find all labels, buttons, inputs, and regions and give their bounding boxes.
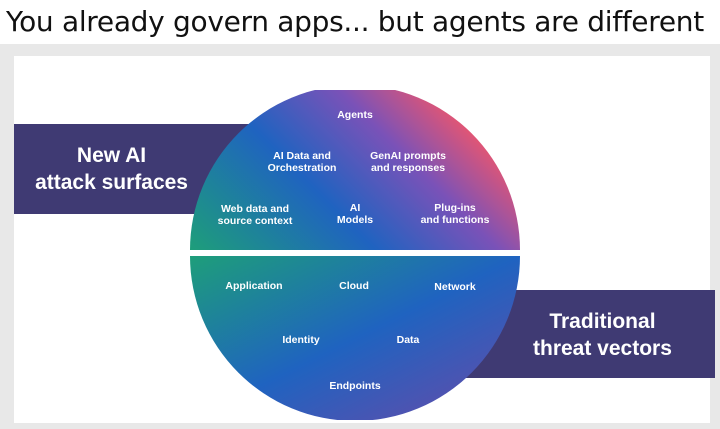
network-label: Network (434, 281, 476, 293)
cloud-label: Cloud (339, 280, 369, 292)
web-data-source-label: Web data and source context (218, 203, 293, 227)
threat-vectors-half (190, 256, 520, 420)
ai-models-label: AI Models (337, 202, 373, 226)
plugins-line2: and functions (420, 214, 490, 226)
web-line2: source context (217, 215, 293, 227)
genai-line2: and responses (370, 162, 446, 174)
web-line1: Web data and (220, 203, 290, 215)
application-label: Application (225, 280, 283, 292)
ai-data-orchestration-label: AI Data and Orchestration (268, 150, 337, 174)
surface-circle (190, 90, 520, 420)
ai-data-line1: AI Data and (273, 150, 331, 162)
genai-line1: GenAI prompts (370, 150, 446, 162)
endpoints-label: Endpoints (329, 380, 381, 392)
traditional-label-line1: Traditional (549, 310, 656, 333)
slide-title: You already govern apps... but agents ar… (0, 0, 720, 44)
identity-label: Identity (282, 334, 320, 346)
ai-surfaces-half (190, 90, 520, 250)
ai-data-line2: Orchestration (267, 162, 337, 174)
plugins-functions-label: Plug-ins and functions (421, 202, 490, 226)
models-line2: Models (336, 214, 374, 226)
traditional-label-line2: threat vectors (533, 337, 672, 360)
new-ai-label-line2: attack surfaces (35, 171, 188, 194)
new-ai-label-line1: New AI (76, 144, 147, 167)
genai-prompts-label: GenAI prompts and responses (370, 150, 446, 174)
models-line1: AI (349, 202, 361, 214)
data-label: Data (396, 334, 420, 346)
plugins-line1: Plug-ins (434, 202, 476, 214)
agents-label: Agents (337, 109, 373, 121)
